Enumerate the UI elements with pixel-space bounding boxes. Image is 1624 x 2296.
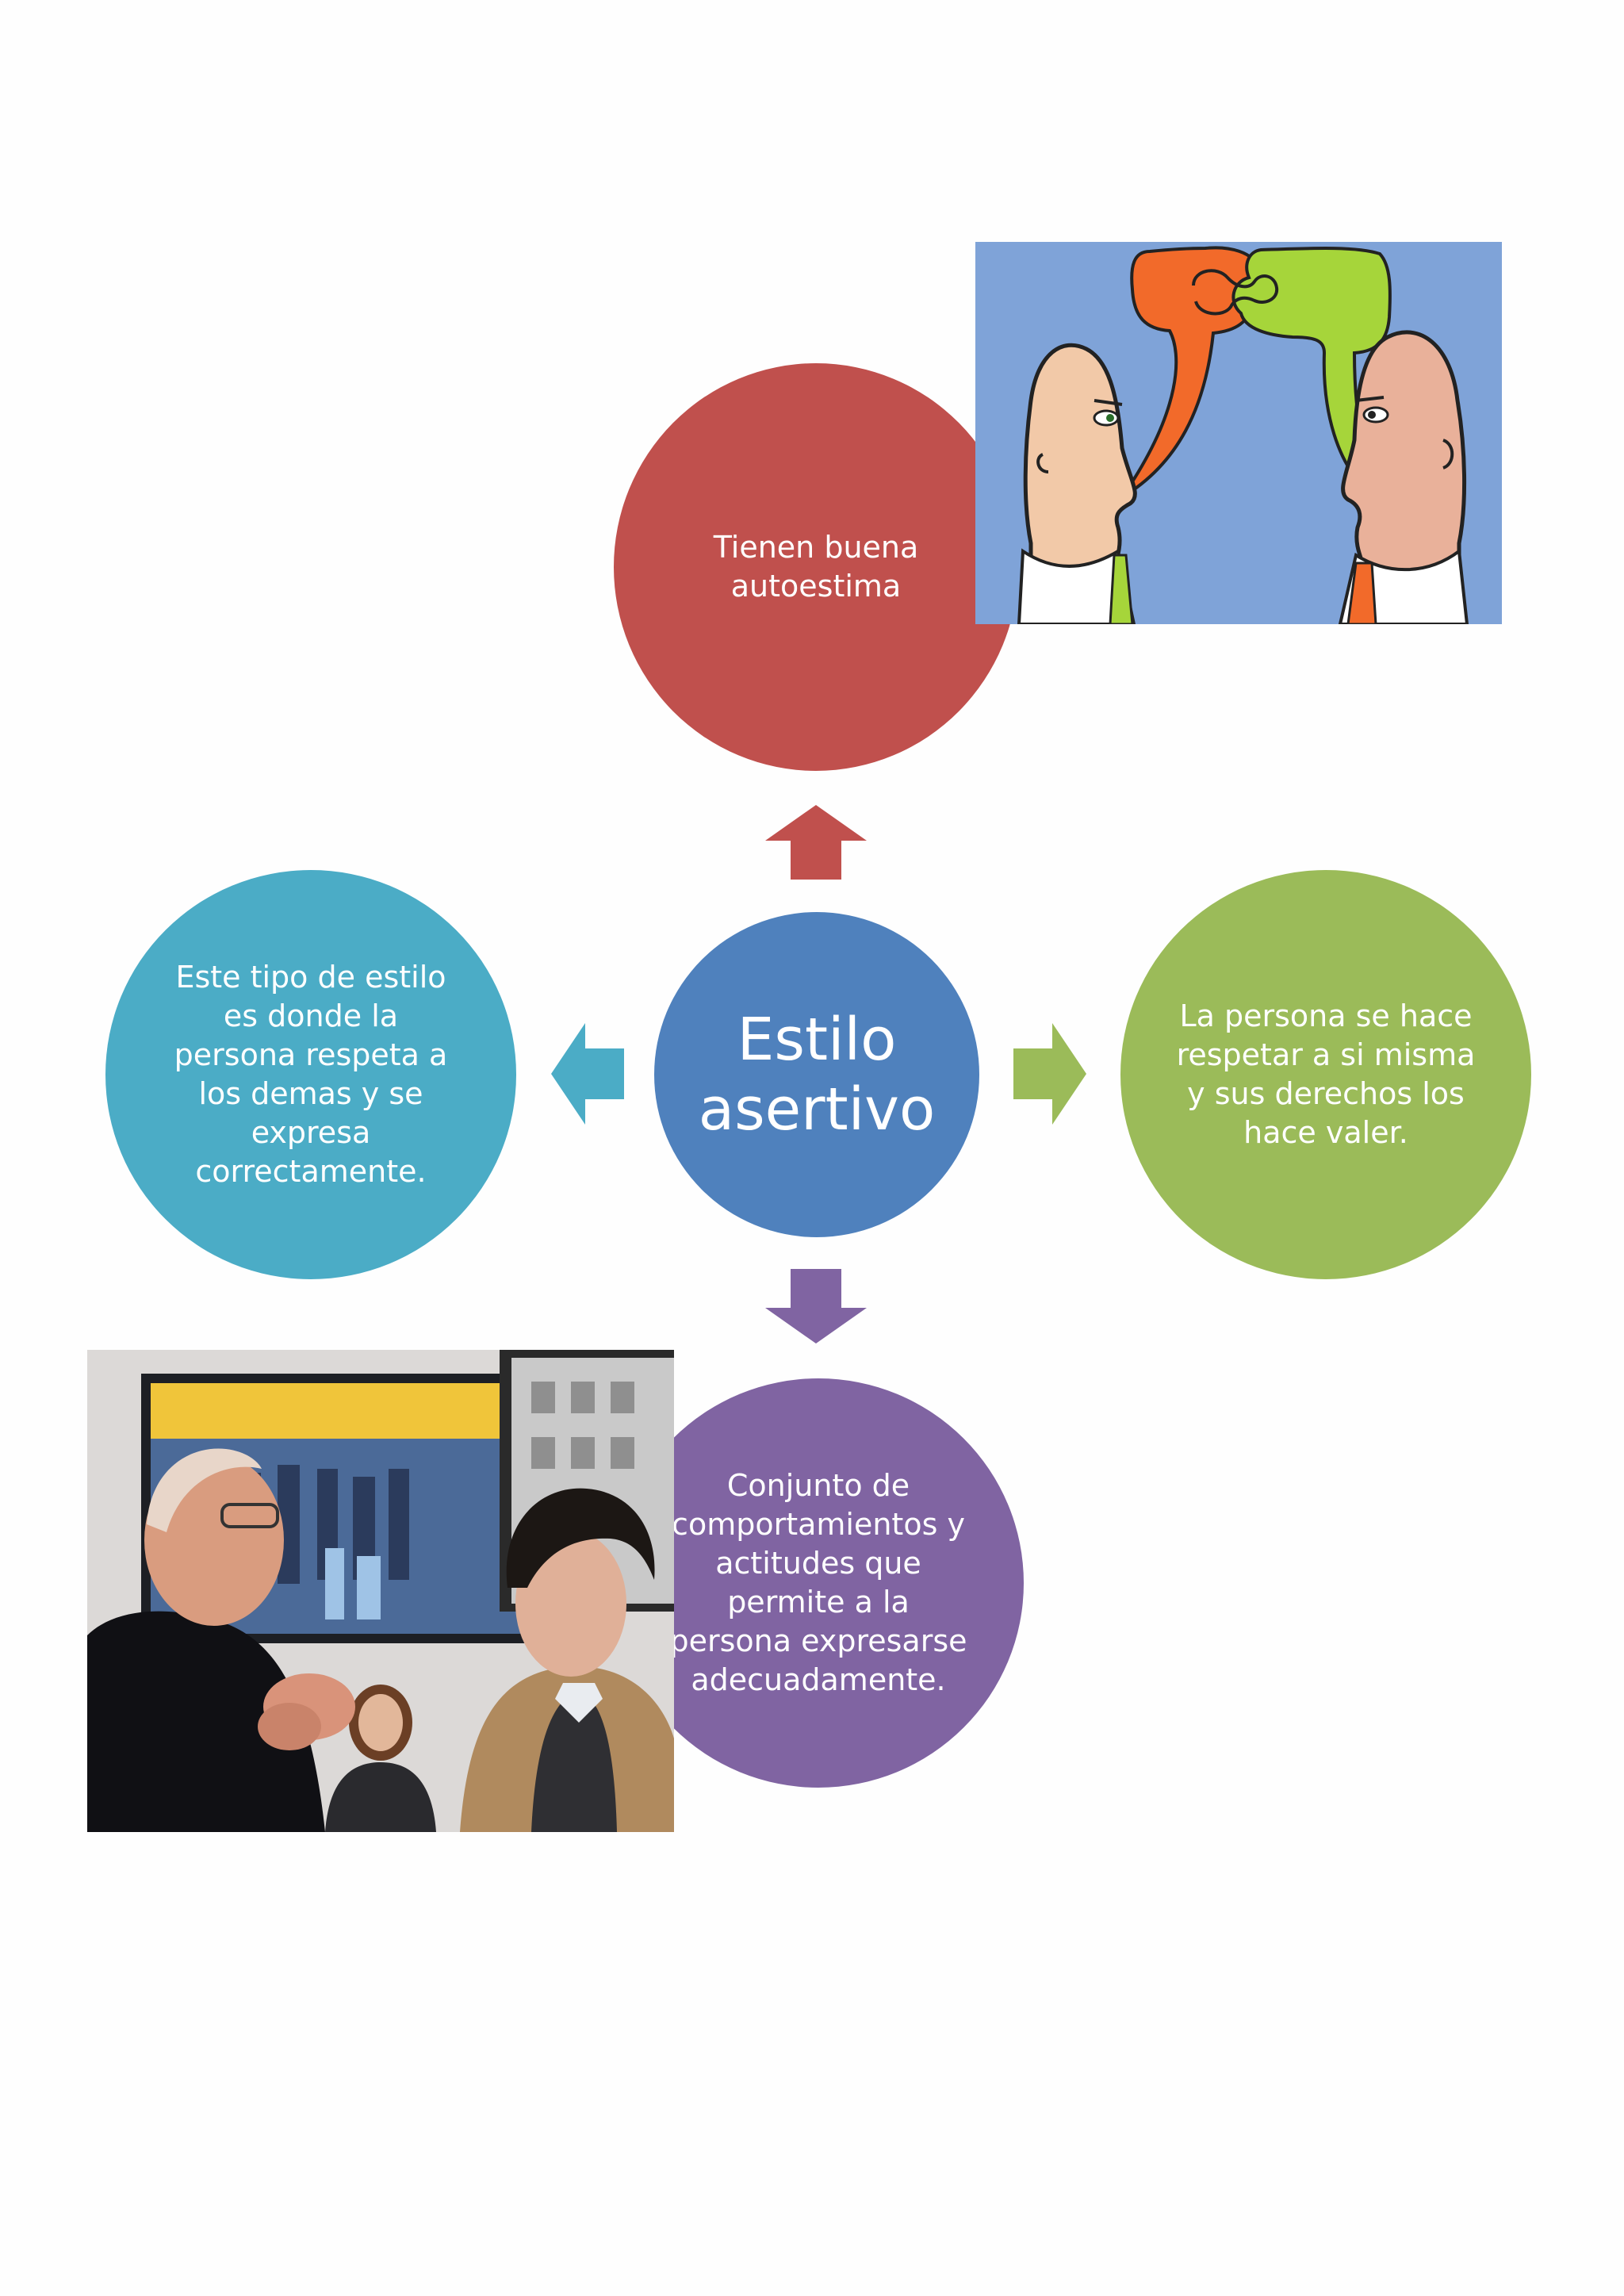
cartoon-conversation-illustration xyxy=(975,242,1502,624)
arrow-right-icon xyxy=(1013,1023,1086,1125)
node-bottom-circle: Conjunto de comportamientos y actitudes … xyxy=(613,1378,1024,1788)
node-right-label: La persona se hace respetar a si misma y… xyxy=(1176,999,1476,1150)
people-talking-photo xyxy=(87,1350,674,1832)
node-bottom-label: Conjunto de comportamientos y actitudes … xyxy=(669,1468,967,1697)
node-top-circle: Tienen buena autoestima xyxy=(614,363,1018,771)
people-talking-photo-illustration xyxy=(87,1350,674,1832)
arrow-down-icon xyxy=(765,1269,867,1343)
arrow-left-icon xyxy=(551,1023,624,1125)
center-label: Estilo asertivo xyxy=(698,1006,936,1144)
node-left-label: Este tipo de estilo es donde la persona … xyxy=(174,960,448,1189)
arrow-up-icon xyxy=(765,805,867,880)
cartoon-conversation-image xyxy=(975,242,1502,624)
node-left-circle: Este tipo de estilo es donde la persona … xyxy=(105,870,516,1279)
node-right-circle: La persona se hace respetar a si misma y… xyxy=(1120,870,1531,1279)
node-top-label: Tienen buena autoestima xyxy=(713,530,919,604)
center-circle: Estilo asertivo xyxy=(654,912,979,1237)
